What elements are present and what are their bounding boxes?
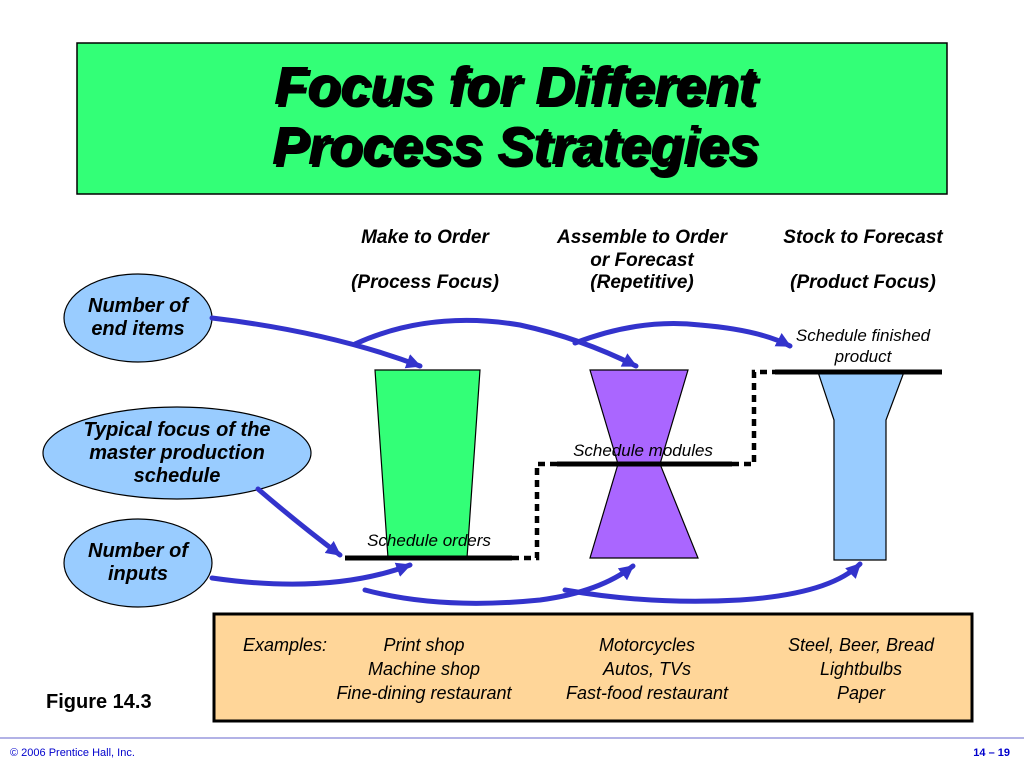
example-make-item: Print shop — [383, 635, 464, 655]
column-header-line: Stock to Forecast — [783, 227, 943, 248]
example-assemble-item: Fast-food restaurant — [566, 683, 729, 703]
column-header-line: Make to Order — [361, 227, 490, 248]
title-line-2: Process Strategies — [275, 119, 761, 179]
footer-copyright: © 2006 Prentice Hall, Inc. — [10, 747, 135, 759]
column-header-line: (Repetitive) — [590, 272, 693, 293]
arrow-inputs-to-process — [209, 562, 413, 587]
product-focus-funnel — [817, 371, 905, 561]
example-stock-item: Paper — [837, 683, 886, 703]
oval-number-of-end-items: Number of end items — [63, 273, 213, 363]
title-line-1: Focus for Different — [277, 59, 761, 119]
oval-text-line: end items — [91, 318, 184, 340]
schedule-finished-label: Schedule finished — [796, 326, 931, 345]
title-line-2: Process Strategies — [272, 116, 758, 176]
example-stock-item: Lightbulbs — [820, 659, 902, 679]
column-header-line: Assemble to Order — [556, 227, 729, 248]
schedule-finished-label: product — [834, 347, 893, 366]
column-header-assemble-to-order: Assemble to Order or Forecast (Repetitiv… — [556, 227, 729, 293]
arrow-inputs-to-product — [562, 561, 863, 604]
dotted-connector-orders-to-modules — [512, 461, 557, 561]
arrow-end-items-to-repetitive — [352, 317, 639, 369]
footer-page-number: 14 – 19 — [973, 747, 1010, 759]
oval-text-line: inputs — [108, 563, 168, 585]
schedule-orders-label: Schedule orders — [367, 531, 491, 550]
oval-text-line: schedule — [134, 465, 221, 487]
oval-text-line: Number of — [88, 540, 190, 562]
process-focus-funnel — [374, 369, 481, 559]
arrow-end-items-to-product — [572, 321, 793, 349]
column-header-make-to-order: Make to Order (Process Focus) — [351, 227, 499, 293]
arrow-focus-to-schedule-orders — [255, 486, 343, 558]
column-header-line: or Forecast — [590, 250, 694, 271]
column-header-stock-to-forecast: Stock to Forecast (Product Focus) — [783, 227, 943, 293]
arrow-end-items-to-process — [209, 315, 423, 369]
title-box: Focus for Different Focus for Different … — [76, 42, 948, 195]
example-assemble-item: Autos, TVs — [602, 659, 691, 679]
oval-typical-focus: Typical focus of the master production s… — [42, 406, 312, 500]
arrows — [209, 315, 863, 606]
figure-label: Figure 14.3 — [46, 691, 152, 713]
oval-text-line: Number of — [88, 295, 190, 317]
oval-text-line: Typical focus of the — [83, 419, 270, 441]
oval-text-line: master production — [89, 442, 265, 464]
dotted-connector-modules-to-finished — [732, 369, 775, 467]
arrow-inputs-to-repetitive — [362, 563, 636, 606]
example-make-item: Fine-dining restaurant — [336, 683, 512, 703]
example-assemble-item: Motorcycles — [599, 635, 695, 655]
example-make-item: Machine shop — [368, 659, 480, 679]
oval-number-of-inputs: Number of inputs — [63, 518, 213, 608]
column-header-line: (Product Focus) — [790, 272, 936, 293]
schedule-modules-label: Schedule modules — [573, 441, 713, 460]
examples-label: Examples: — [243, 635, 327, 655]
title-line-1: Focus for Different — [274, 56, 758, 116]
example-stock-item: Steel, Beer, Bread — [788, 635, 935, 655]
column-header-line: (Process Focus) — [351, 272, 499, 293]
examples-box: Examples: Print shop Machine shop Fine-d… — [212, 612, 974, 723]
